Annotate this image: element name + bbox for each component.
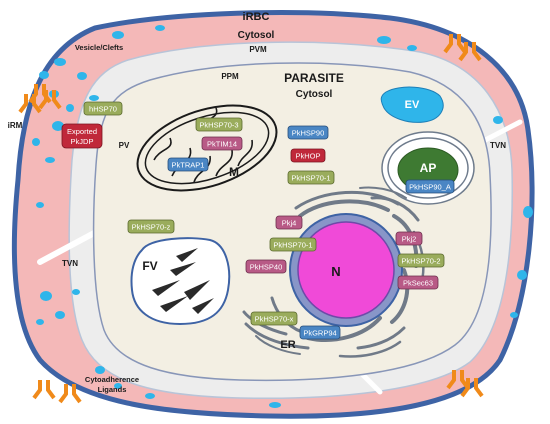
tag-exported-pkjdp: Exported PkJDP bbox=[61, 123, 103, 149]
host-cytosol-label: Cytosol bbox=[238, 30, 275, 41]
tag-pktrap1: PkTRAP1 bbox=[167, 157, 209, 172]
tag-pkhsp70-z: PkHSP70-z bbox=[127, 219, 175, 234]
food-vacuole bbox=[130, 237, 231, 326]
pvm-label: PVM bbox=[249, 45, 267, 54]
m-label: M bbox=[229, 165, 239, 179]
svg-text:Pkj4: Pkj4 bbox=[282, 219, 297, 228]
svg-text:PkTIM14: PkTIM14 bbox=[207, 140, 237, 149]
parasite-label: PARASITE bbox=[284, 71, 344, 85]
tag-pkhsp70-2: PkHSP70-2 bbox=[397, 253, 445, 268]
ev-organelle bbox=[380, 86, 444, 123]
cytoadherence-ligands bbox=[18, 34, 484, 404]
svg-text:Pkj2: Pkj2 bbox=[402, 235, 417, 244]
svg-text:PkHSP40: PkHSP40 bbox=[250, 263, 283, 272]
svg-text:Exported: Exported bbox=[67, 127, 97, 136]
svg-text:hHSP70: hHSP70 bbox=[89, 105, 117, 114]
svg-text:PkHSP70-2: PkHSP70-2 bbox=[401, 257, 440, 266]
svg-text:PkHSP70-1: PkHSP70-1 bbox=[291, 174, 330, 183]
tag-pkj4: Pkj4 bbox=[275, 215, 303, 230]
svg-text:PkGRP94: PkGRP94 bbox=[303, 329, 336, 338]
parasite-cytosol-label: Cytosol bbox=[296, 89, 333, 100]
svg-text:PkHOP: PkHOP bbox=[295, 152, 320, 161]
n-label: N bbox=[331, 264, 340, 279]
svg-text:PkHSP70-x: PkHSP70-x bbox=[255, 315, 294, 324]
tag-pktim14: PkTIM14 bbox=[201, 136, 243, 151]
host-vesicles bbox=[32, 25, 533, 408]
tag-pkhsp70-3: PkHSP70-3 bbox=[195, 117, 243, 132]
tvn-right-label: TVN bbox=[490, 141, 506, 150]
er-label: ER bbox=[280, 339, 295, 351]
irm-label: iRM bbox=[8, 121, 23, 130]
ppm-label: PPM bbox=[221, 72, 239, 81]
nucleus bbox=[289, 213, 403, 327]
tag-pkhsp70-1-cyto: PkHSP70-1 bbox=[287, 170, 335, 185]
svg-text:PkHSP70-1: PkHSP70-1 bbox=[273, 241, 312, 250]
svg-text:PkHSP70-z: PkHSP70-z bbox=[132, 223, 171, 232]
tag-pkj2: Pkj2 bbox=[395, 231, 423, 246]
svg-text:PkHSP90: PkHSP90 bbox=[292, 129, 325, 138]
tag-pkhop: PkHOP bbox=[290, 148, 326, 163]
cytoadherence-label-line1: Cytoadherence bbox=[85, 375, 139, 384]
tag-pksec63: PkSec63 bbox=[397, 275, 439, 290]
svg-text:PkJDP: PkJDP bbox=[71, 137, 94, 146]
svg-text:PkTRAP1: PkTRAP1 bbox=[172, 161, 205, 170]
ev-label: EV bbox=[405, 99, 420, 111]
tvn-streak-left bbox=[37, 229, 99, 265]
svg-text:PkHSP70-3: PkHSP70-3 bbox=[199, 121, 238, 130]
ap-label: AP bbox=[420, 161, 437, 175]
tag-pkhsp90: PkHSP90 bbox=[287, 125, 329, 140]
tag-pkhsp40: PkHSP40 bbox=[245, 259, 287, 274]
svg-text:PkSec63: PkSec63 bbox=[403, 279, 433, 288]
pv-label: PV bbox=[119, 141, 130, 150]
tag-pkhsp90-a: PkHSP90_A bbox=[405, 179, 455, 194]
tag-pkgrp94: PkGRP94 bbox=[299, 325, 341, 340]
svg-text:PkHSP90_A: PkHSP90_A bbox=[409, 183, 451, 192]
irbc-label: iRBC bbox=[243, 11, 270, 23]
tag-hsp70-host: hHSP70 bbox=[83, 101, 123, 116]
tvn-left-label: TVN bbox=[62, 259, 78, 268]
tag-pkhsp70-x: PkHSP70-x bbox=[250, 311, 298, 326]
tag-pkhsp70-1-nuc: PkHSP70-1 bbox=[269, 237, 317, 252]
vesicle-clefts-label: Vesicle/Clefts bbox=[75, 43, 123, 52]
fv-label: FV bbox=[142, 259, 157, 273]
cytoadherence-label-line2: Ligands bbox=[98, 385, 127, 394]
